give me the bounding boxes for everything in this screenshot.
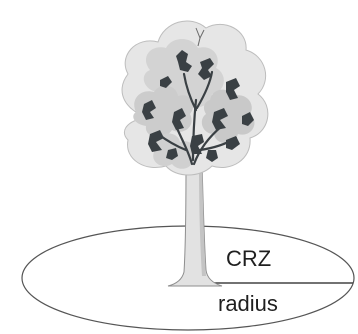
tree-trunk <box>167 161 223 287</box>
radius-label: radius <box>218 291 278 316</box>
trunk-shading <box>199 165 206 276</box>
crz-label: CRZ <box>226 246 271 271</box>
tree-illustration <box>121 20 269 287</box>
tree-canopy <box>121 20 269 176</box>
